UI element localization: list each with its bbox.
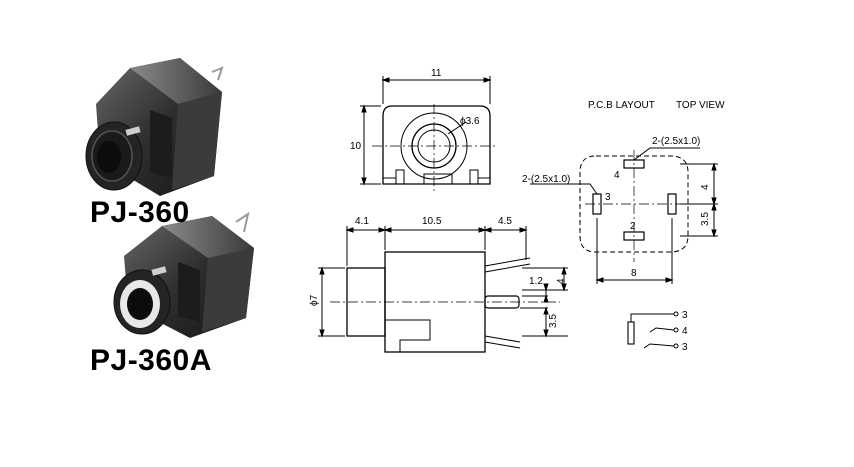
side-view-outline (318, 226, 568, 353)
pcb-callout-left: 2-(2.5x1.0) (522, 174, 570, 185)
pcb-callout-top: 2-(2.5x1.0) (652, 136, 700, 147)
top-view-hole-diameter-label: ϕ3.6 (460, 116, 480, 127)
pcb-layout-header: P.C.B LAYOUT (588, 100, 655, 111)
side-view-diameter-label: ϕ7 (309, 294, 320, 306)
side-view-right-segment-label: 4.5 (498, 216, 512, 227)
side-view-pin-offset-label: 1.2 (529, 276, 543, 287)
pcb-dim-right-upper: 4 (700, 184, 711, 190)
top-view-height-label: 10 (350, 141, 362, 152)
schematic-pin-middle: 4 (682, 326, 688, 337)
schematic-symbol (627, 311, 679, 349)
pcb-top-view-header: TOP VIEW (676, 100, 725, 111)
pcb-layout-outline (530, 147, 718, 284)
pcb-pad-label-4: 4 (614, 170, 620, 181)
product-label-pj360a: PJ-360A (90, 344, 212, 377)
product-label-pj360: PJ-360 (90, 196, 190, 229)
schematic-pin-bottom: 3 (682, 342, 688, 353)
pcb-pad-label-2: 2 (630, 221, 636, 232)
schematic-pin-top: 3 (682, 310, 688, 321)
side-view-lower-right-label: 3.5 (548, 314, 559, 328)
pcb-dim-right-lower: 3.5 (700, 212, 711, 226)
side-view-middle-segment-label: 10.5 (422, 216, 442, 227)
top-view-width-label: 11 (431, 68, 442, 79)
pj360-photo (85, 58, 224, 196)
top-view-outline (360, 76, 498, 192)
pj360a-photo (113, 211, 254, 338)
side-view-upper-right-label: 4 (556, 278, 567, 284)
pcb-dim-bottom: 8 (631, 268, 637, 279)
pcb-pad-label-3: 3 (605, 192, 611, 203)
side-view-left-segment-label: 4.1 (355, 216, 369, 227)
